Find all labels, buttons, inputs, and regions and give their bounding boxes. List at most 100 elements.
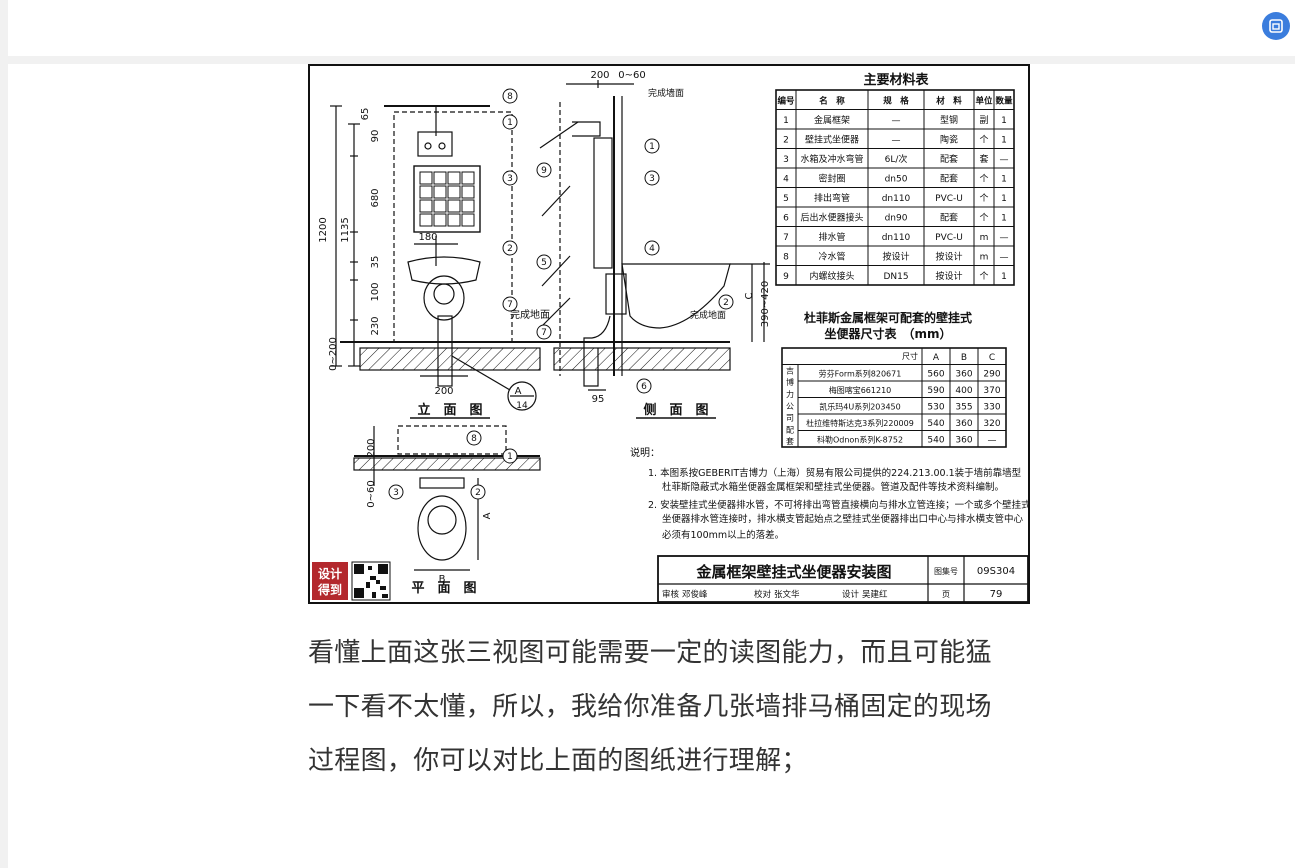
size-table-value: 540 (927, 436, 944, 446)
dim-180: 180 (418, 232, 437, 243)
material-table-header: 数量 (995, 96, 1013, 107)
size-table-corner: 尺寸 (902, 351, 918, 361)
title-block (657, 555, 1028, 602)
article-line-1: 看懂上面这张三视图可能需要一定的读图能力，而且可能猛 (308, 638, 992, 668)
material-table-cell: 副 (979, 115, 988, 126)
material-table-cell: 按设计 (882, 251, 909, 263)
article-line-2: 一下看不太懂，所以，我给你准备几张墙排马桶固定的现场 (308, 692, 992, 722)
size-table-value: 540 (927, 419, 944, 429)
note-line-4: 坐便器排水管连接时，排水横支管起始点之壁挂式坐便器排出口中心与排水横支管中心 (662, 513, 1024, 525)
material-table-cell: 配套 (940, 173, 958, 185)
top-toolbar (8, 0, 1295, 56)
material-table-cell: 个 (979, 271, 988, 282)
material-table-cell: 1 (1001, 116, 1007, 126)
note-line-2: 杜菲斯隐蔽式水箱坐便器金属框架和壁挂式坐便器。管道及配件等技术资料编制。 (662, 481, 1004, 493)
plan-view (353, 425, 541, 571)
plan-view-label: 平 面 图 (411, 581, 476, 596)
material-table-cell: 配套 (940, 212, 958, 224)
size-table-side-char: 吉 (786, 366, 794, 375)
size-table-value: 360 (955, 436, 972, 446)
material-table-cell: 3 (783, 155, 789, 165)
note-line-3: 2. 安装壁挂式坐便器排水管，不可将排出弯管直接横向与排水立管连接；一个或多个壁… (648, 499, 1028, 511)
material-table-cell: 个 (979, 174, 988, 185)
callout-1: 1 (507, 118, 513, 128)
material-table-cell: 4 (783, 175, 789, 185)
atlas-no: 09S304 (977, 566, 1015, 577)
size-table-value: 355 (955, 403, 972, 413)
sign-design-label: 设计 (842, 589, 860, 600)
size-table-side-char: 套 (786, 436, 794, 446)
material-table-cell: 个 (979, 213, 988, 224)
size-table-value: 560 (927, 370, 944, 380)
size-table-value: — (988, 436, 997, 446)
size-table-value: 320 (983, 419, 1000, 429)
material-table-cell: 个 (979, 135, 988, 146)
material-table-cell: 9 (783, 272, 789, 282)
atlas-label: 图集号 (934, 566, 958, 576)
callout-14: 14 (516, 401, 528, 411)
article-body: 看懂上面这张三视图可能需要一定的读图能力，而且可能猛 一下看不太懂，所以，我给你… (308, 626, 1028, 788)
material-table-cell: 后出水便器接头 (800, 212, 863, 224)
material-table-cell: 7 (783, 233, 789, 243)
installation-drawing: 8 1 3 2 7 65 90 680 1200 1135 35 100 230… (308, 64, 1030, 604)
material-table-cell: 1 (1001, 272, 1007, 282)
material-table-header: 规 格 (883, 96, 909, 107)
material-table-cell: 按设计 (935, 251, 962, 263)
material-table-cell: DN15 (883, 272, 908, 282)
dim-35: 35 (370, 256, 381, 269)
dim-90: 90 (370, 130, 381, 143)
size-table-header: A (933, 353, 940, 363)
material-table-cell: 套 (979, 153, 988, 165)
dim-1200: 1200 (318, 217, 329, 242)
note-line-1: 1. 本图系按GEBERIT吉博力（上海）贸易有限公司提供的224.213.00… (648, 467, 1022, 479)
callout-2: 2 (507, 244, 513, 254)
material-table-cell: 1 (1001, 136, 1007, 146)
material-table-cell: 6L/次 (885, 153, 908, 165)
side-callout-3: 3 (649, 174, 655, 184)
size-table-model: 劳芬Form系列820671 (819, 369, 902, 379)
dim-plan-0-60: 0~60 (366, 480, 377, 507)
size-table-model: 梅图喀宝661210 (829, 385, 892, 395)
dim-0-200: 0~200 (328, 337, 339, 371)
material-table-cell: 6 (783, 214, 789, 224)
side-callout-9: 9 (541, 166, 547, 176)
material-table-cell: 密封圈 (818, 173, 845, 185)
material-table-cell: 5 (783, 194, 789, 204)
material-table-cell: 排水管 (818, 231, 845, 243)
material-table-header: 材 料 (935, 96, 962, 107)
material-table-cell: 壁挂式坐便器 (805, 134, 859, 146)
sign-check-name: 张文华 (774, 589, 800, 600)
size-table-model: 杜拉维特斯达克3系列220009 (806, 418, 914, 428)
material-table-cell: dn110 (882, 233, 911, 243)
dim-95: 95 (592, 394, 605, 405)
wall-label: 完成墙面 (648, 87, 684, 99)
material-table-title: 主要材料表 (863, 72, 929, 88)
size-table-side-char: 博 (786, 377, 794, 387)
callout-8: 8 (507, 92, 513, 102)
floor-label-front: 完成地面 (510, 308, 550, 321)
size-table-title-2: 坐便器尺寸表 （mm） (824, 326, 951, 341)
size-table-side-char: 公 (786, 402, 794, 411)
dim-100: 100 (370, 282, 381, 301)
size-table-value: 530 (927, 403, 944, 413)
watermark-line1: 设计 (318, 566, 342, 581)
image-search-icon[interactable] (1262, 12, 1290, 40)
material-table-cell: PVC-U (935, 194, 963, 204)
side-callout-5: 5 (541, 258, 547, 268)
callout-a: A (515, 386, 522, 397)
sign-check-label: 校对 (754, 589, 772, 600)
watermark-line2: 得到 (317, 582, 342, 597)
material-table-cell: dn50 (885, 175, 908, 185)
material-table-cell: — (892, 116, 901, 126)
notes-label: 说明： (630, 446, 660, 459)
plan-callout-2: 2 (475, 488, 481, 498)
side-callout-4: 4 (649, 244, 655, 254)
side-callout-7: 7 (541, 328, 547, 338)
material-table-cell: m (980, 253, 989, 263)
material-table-cell: 1 (1001, 194, 1007, 204)
size-table-side-char: 司 (786, 414, 794, 423)
dim-680: 680 (370, 188, 381, 207)
size-table-value: 590 (927, 386, 944, 396)
material-table-cell: — (1000, 253, 1009, 263)
